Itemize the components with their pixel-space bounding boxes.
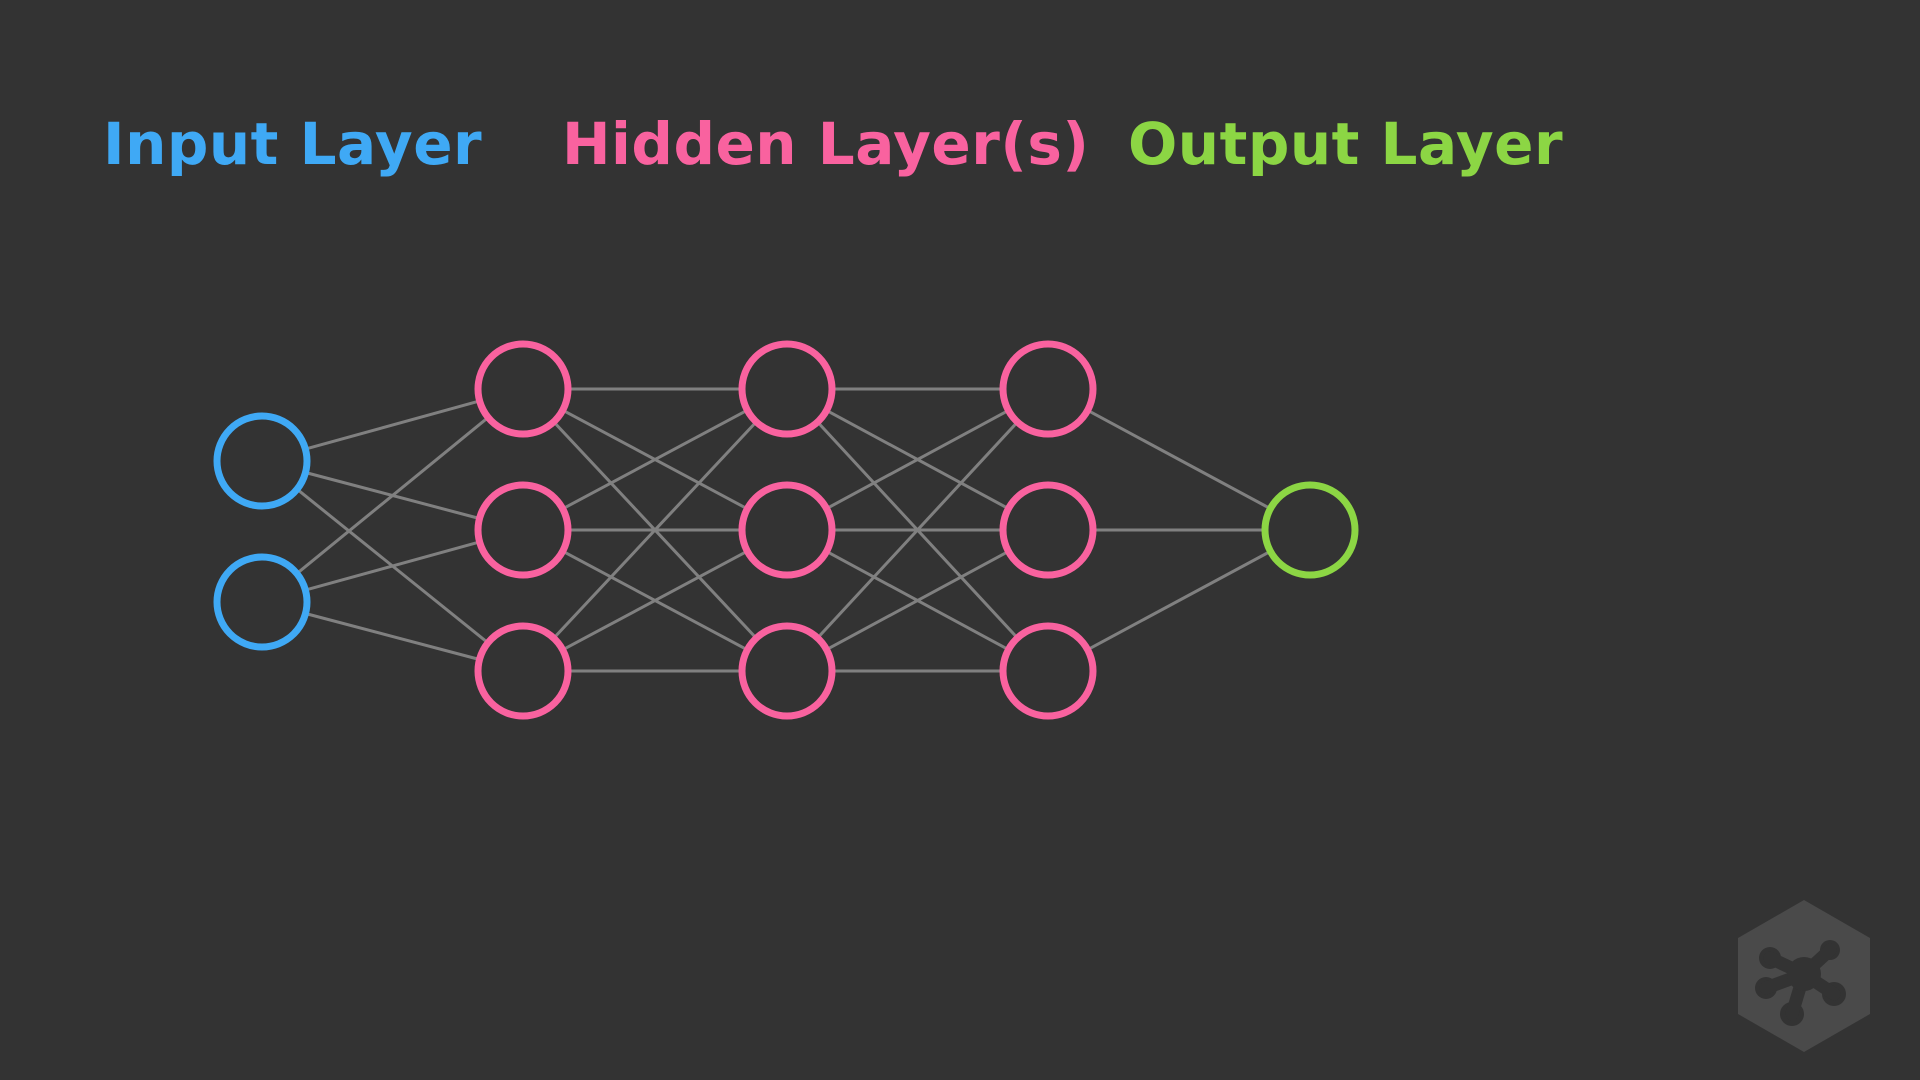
node-h2-2 xyxy=(738,481,836,579)
node-h3-2 xyxy=(999,481,1097,579)
node-h2-3 xyxy=(738,622,836,720)
edge-in-2-to-h1-3 xyxy=(305,612,480,661)
node-h1-1 xyxy=(474,340,572,438)
edge-in-1-to-h1-1 xyxy=(304,399,481,451)
node-group xyxy=(213,340,1359,720)
edge-h3-1-to-out-1 xyxy=(1086,409,1272,510)
node-h1-2 xyxy=(474,481,572,579)
node-out-1 xyxy=(1261,481,1359,579)
edge-h2-3-to-h3-2 xyxy=(825,550,1010,651)
edge-h2-3-to-h3-1 xyxy=(816,421,1019,639)
node-h2-1 xyxy=(738,340,836,438)
edge-h1-3-to-h2-2 xyxy=(561,549,749,652)
edge-h1-3-to-h2-1 xyxy=(552,420,758,640)
node-h3-1 xyxy=(999,340,1097,438)
edge-group xyxy=(295,387,1272,673)
edge-h2-2-to-h3-1 xyxy=(825,409,1010,510)
node-in-2 xyxy=(213,553,311,651)
edge-h3-3-to-out-1 xyxy=(1086,550,1272,651)
node-in-1 xyxy=(213,412,311,510)
node-h1-3 xyxy=(474,622,572,720)
edge-in-2-to-h1-1 xyxy=(295,416,490,575)
edge-in-2-to-h1-2 xyxy=(304,540,481,592)
node-h3-3 xyxy=(999,622,1097,720)
edge-h1-2-to-h2-1 xyxy=(561,408,749,511)
